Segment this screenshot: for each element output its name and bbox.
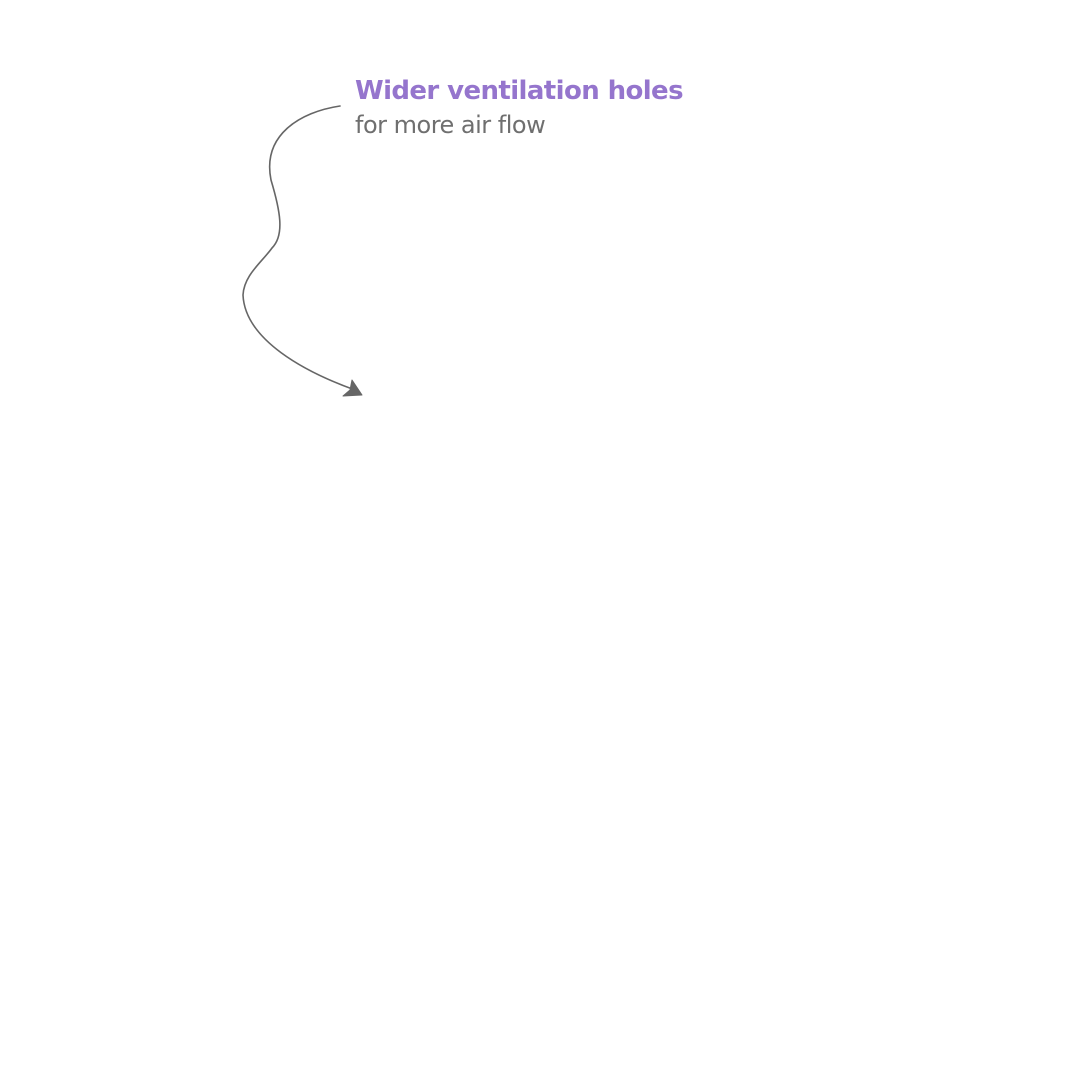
callout: Wider ventilation holes for more air flo… <box>355 74 684 142</box>
callout-heading: Wider ventilation holes <box>355 76 684 106</box>
arrow-head <box>342 379 363 397</box>
callout-subtext: for more air flow <box>355 111 546 139</box>
arrow-curve <box>242 105 356 391</box>
